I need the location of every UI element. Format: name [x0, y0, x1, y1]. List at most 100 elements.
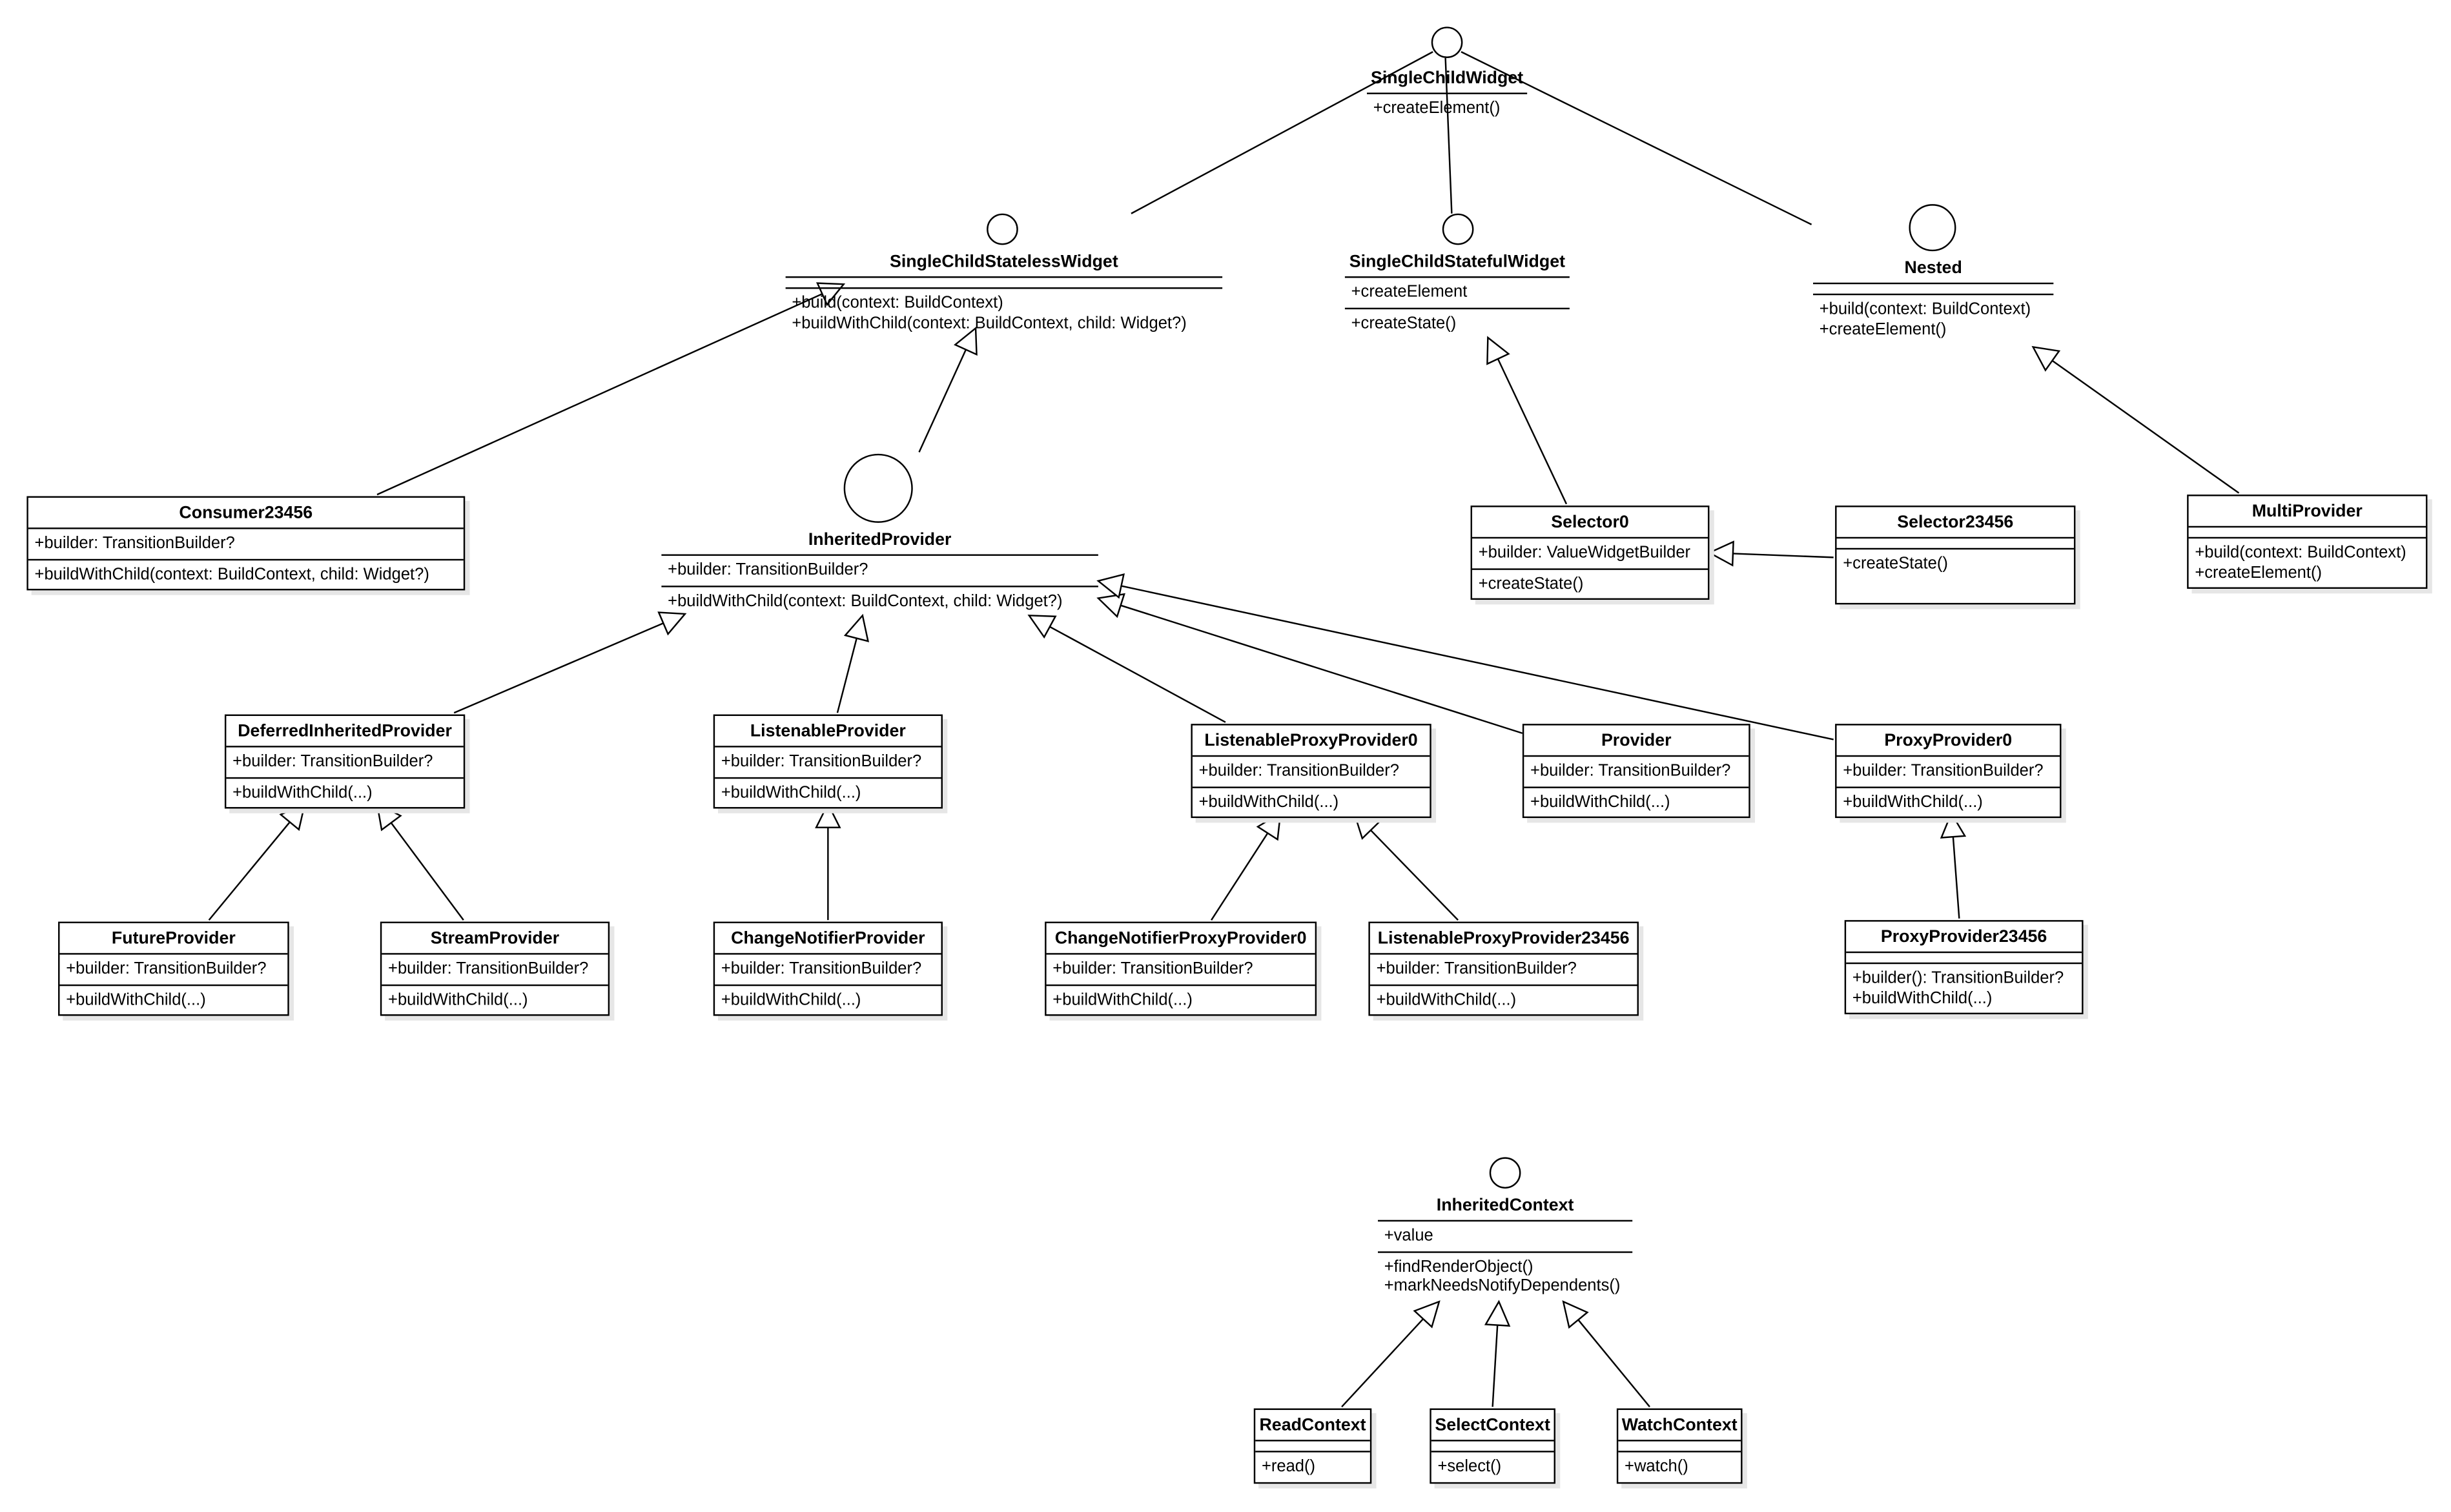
- relation-line: [1121, 585, 1834, 741]
- generalization-arrowhead: [2031, 345, 2061, 372]
- read-context-attributes: [1255, 1442, 1370, 1451]
- stream-provider-attributes: +builder: TransitionBuilder?: [382, 955, 608, 984]
- change-notifier-proxy-provider0-title: ChangeNotifierProxyProvider0: [1046, 923, 1315, 955]
- generalization-arrowhead: [1096, 573, 1125, 599]
- single-child-stateful-widget-class[interactable]: SingleChildStatefulWidget +createElement +…: [1344, 247, 1570, 338]
- relation-line: [918, 349, 967, 453]
- method-line: +buildWithChild(...): [232, 782, 373, 802]
- attribute-line: +createElement: [1351, 282, 1468, 301]
- proxy-provider23456-class[interactable]: ProxyProvider23456+builder(): Transition…: [1844, 920, 2084, 1015]
- future-provider-class[interactable]: FutureProvider+builder: TransitionBuilde…: [58, 921, 289, 1016]
- multi-provider-class[interactable]: MultiProvider+build(context: BuildContex…: [2187, 495, 2428, 589]
- nested-class[interactable]: Nested+build(context: BuildContext)+crea…: [1813, 253, 2054, 344]
- single-child-stateful-widget-attributes: +createElement: [1345, 278, 1570, 307]
- selector23456-title: Selector23456: [1836, 507, 2074, 539]
- relation-select-context-to-inherited-context: [1484, 1300, 1511, 1407]
- attribute-line: +builder: TransitionBuilder?: [1052, 959, 1253, 979]
- consumer23456-class[interactable]: Consumer23456+builder: TransitionBuilder…: [26, 496, 466, 591]
- single-child-stateless-widget-title: SingleChildStatelessWidget: [785, 247, 1223, 278]
- inherited-provider-class[interactable]: InheritedProvider+builder: TransitionBui…: [661, 524, 1098, 615]
- method-line: +buildWithChild(...): [388, 990, 528, 1009]
- single-child-widget-interface-circle-icon: [1431, 26, 1463, 58]
- change-notifier-provider-class[interactable]: ChangeNotifierProvider+builder: Transiti…: [713, 921, 943, 1016]
- method-line: +builder(): TransitionBuilder?: [1852, 968, 2064, 988]
- method-line: +watch(): [1625, 1456, 1688, 1476]
- listenable-proxy-provider23456-class[interactable]: ListenableProxyProvider23456+builder: Tr…: [1368, 921, 1639, 1016]
- generalization-arrowhead: [1562, 1300, 1589, 1329]
- relation-line: [453, 622, 664, 714]
- provider-title: Provider: [1524, 726, 1749, 757]
- method-line: +build(context: BuildContext): [1819, 300, 2031, 319]
- method-line: +buildWithChild(...): [1530, 792, 1670, 812]
- inherited-context-attributes: +value: [1378, 1221, 1632, 1251]
- deferred-inherited-provider-attributes: +builder: TransitionBuilder?: [226, 748, 463, 777]
- single-child-stateful-widget-methods: +createState(): [1344, 307, 1570, 337]
- stream-provider-class[interactable]: StreamProvider+builder: TransitionBuilde…: [380, 921, 610, 1016]
- change-notifier-proxy-provider0-methods: +buildWithChild(...): [1046, 983, 1315, 1014]
- listenable-proxy-provider23456-title: ListenableProxyProvider23456: [1369, 923, 1637, 955]
- relation-stream-provider-to-deferred-inherited-provider: [376, 802, 464, 921]
- attribute-line: +value: [1384, 1226, 1433, 1245]
- selector0-methods: +createState(): [1472, 567, 1708, 598]
- relation-inherited-provider-to-single-child-stateless-widget: [918, 326, 978, 453]
- method-line: +buildWithChild(...): [66, 990, 206, 1009]
- generalization-arrowhead: [1486, 336, 1510, 365]
- proxy-provider0-methods: +buildWithChild(...): [1836, 786, 2060, 816]
- consumer23456-methods: +buildWithChild(context: BuildContext, c…: [28, 558, 464, 589]
- read-context-class[interactable]: ReadContext+read(): [1253, 1408, 1372, 1484]
- relation-selector0-to-single-child-stateful-widget: [1486, 336, 1568, 505]
- single-child-widget-class[interactable]: SingleChildWidget+createElement(): [1366, 63, 1528, 123]
- single-child-stateful-widget-title: SingleChildStatefulWidget: [1344, 247, 1570, 278]
- relation-line: [1370, 830, 1459, 921]
- single-child-stateless-widget-methods: +build(context: BuildContext)+buildWithC…: [785, 287, 1223, 338]
- selector23456-class[interactable]: Selector23456 +createState(): [1835, 506, 2076, 605]
- method-line: +build(context: BuildContext): [792, 293, 1003, 312]
- listenable-provider-methods: +buildWithChild(...): [715, 776, 941, 807]
- future-provider-methods: +buildWithChild(...): [59, 983, 288, 1014]
- method-line: +buildWithChild(...): [721, 782, 861, 802]
- select-context-class[interactable]: SelectContext+select(): [1430, 1408, 1555, 1484]
- method-line: +buildWithChild(context: BuildContext, c…: [792, 313, 1187, 332]
- single-child-widget-methods: +createElement(): [1367, 94, 1527, 123]
- nested-attributes: [1813, 284, 2053, 294]
- proxy-provider23456-attributes: [1846, 953, 2082, 963]
- relation-listenable-provider-to-inherited-provider: [836, 613, 870, 713]
- listenable-proxy-provider23456-methods: +buildWithChild(...): [1369, 983, 1637, 1014]
- consumer23456-title: Consumer23456: [28, 498, 464, 529]
- selector0-class[interactable]: Selector0+builder: ValueWidgetBuilder+cr…: [1470, 506, 1710, 600]
- provider-class[interactable]: Provider+builder: TransitionBuilder?+bui…: [1522, 724, 1750, 819]
- deferred-inherited-provider-class[interactable]: DeferredInheritedProvider+builder: Trans…: [224, 714, 466, 809]
- listenable-proxy-provider0-attributes: +builder: TransitionBuilder?: [1193, 757, 1430, 786]
- method-line: +createState(): [1351, 313, 1457, 332]
- generalization-arrowhead: [1256, 812, 1282, 841]
- method-line: +buildWithChild(...): [1052, 990, 1193, 1009]
- inherited-context-class[interactable]: InheritedContext+value+findRenderObject(…: [1378, 1190, 1633, 1300]
- deferred-inherited-provider-methods: +buildWithChild(...): [226, 776, 464, 807]
- watch-context-class[interactable]: WatchContext+watch(): [1616, 1408, 1743, 1484]
- change-notifier-proxy-provider0-class[interactable]: ChangeNotifierProxyProvider0 +builder: Tr…: [1045, 921, 1317, 1016]
- relation-line: [1049, 626, 1226, 723]
- single-child-stateless-widget-class[interactable]: SingleChildStatelessWidget +build(context…: [785, 247, 1223, 338]
- method-line: +createState(): [1843, 554, 1948, 573]
- inherited-provider-attributes: +builder: TransitionBuilder?: [661, 556, 1098, 585]
- attribute-line: +builder: TransitionBuilder?: [66, 959, 267, 979]
- relation-change-notifier-proxy-provider0-to-listenable-proxy-provider0: [1211, 812, 1282, 921]
- method-line: +read(): [1261, 1456, 1316, 1476]
- relation-deferred-inherited-provider-to-inherited-provider: [453, 611, 687, 714]
- generalization-arrowhead: [279, 802, 306, 832]
- deferred-inherited-provider-title: DeferredInheritedProvider: [226, 716, 464, 748]
- change-notifier-provider-attributes: +builder: TransitionBuilder?: [715, 955, 941, 984]
- proxy-provider0-class[interactable]: ProxyProvider0+builder: TransitionBuilde…: [1835, 724, 2062, 819]
- provider-methods: +buildWithChild(...): [1524, 786, 1749, 816]
- listenable-provider-class[interactable]: ListenableProvider+builder: TransitionBu…: [713, 714, 943, 809]
- watch-context-methods: +watch(): [1618, 1451, 1741, 1481]
- listenable-proxy-provider0-class[interactable]: ListenableProxyProvider0+builder: Transi…: [1191, 724, 1431, 819]
- listenable-proxy-provider0-title: ListenableProxyProvider0: [1192, 726, 1430, 757]
- method-line: +findRenderObject(): [1384, 1256, 1533, 1276]
- generalization-arrowhead: [1027, 615, 1057, 639]
- listenable-proxy-provider0-methods: +buildWithChild(...): [1192, 786, 1430, 816]
- relation-proxy-provider23456-to-proxy-provider0: [1940, 812, 1967, 919]
- listenable-provider-attributes: +builder: TransitionBuilder?: [715, 748, 941, 777]
- selector23456-attributes: [1837, 538, 2074, 548]
- change-notifier-proxy-provider0-attributes: +builder: TransitionBuilder?: [1047, 955, 1315, 984]
